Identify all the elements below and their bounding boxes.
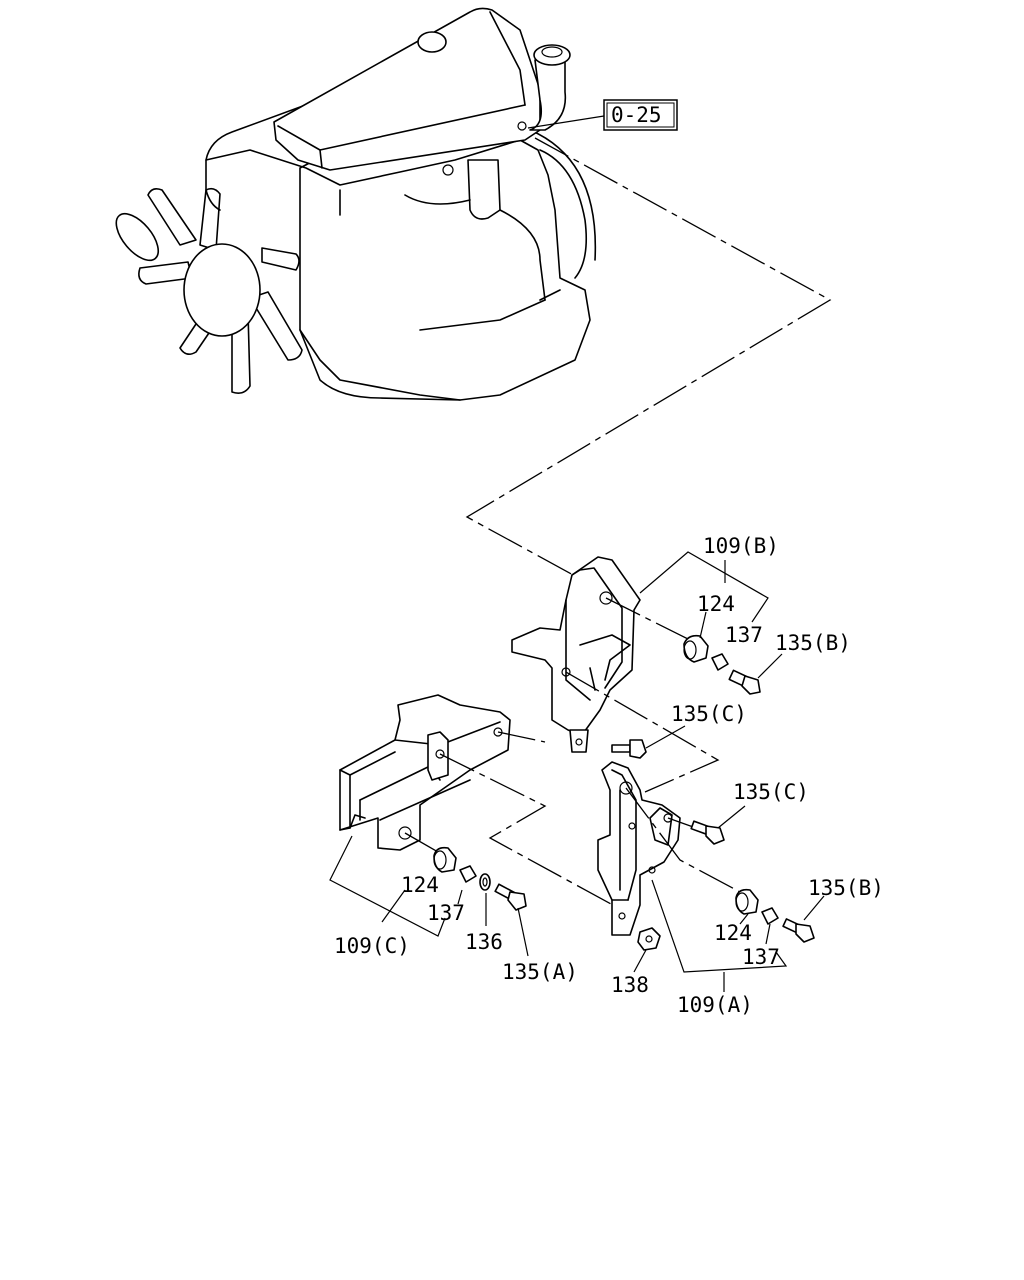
bolt-135c-right (690, 820, 725, 845)
label-136: 136 (465, 930, 503, 954)
collar-137-right (761, 907, 779, 925)
bracket-109b-leader (639, 551, 769, 623)
bolt-135c-mid (611, 739, 647, 759)
engine-to-bracket-centerline (465, 137, 832, 577)
engine-fan (115, 187, 303, 394)
grommet-124-top (683, 634, 709, 663)
label-109c: 109(C) (334, 934, 410, 958)
label-135b-top: 135(B) (775, 631, 851, 655)
bracket-109c-leader (329, 835, 446, 937)
bolt-135a (494, 883, 527, 911)
label-124-right: 124 (714, 921, 752, 945)
collar-137-left (459, 865, 477, 883)
reference-box-text: 0-25 (611, 103, 662, 127)
label-124-left: 124 (401, 873, 439, 897)
washer-136 (479, 873, 491, 891)
grommet-124-left (433, 846, 457, 873)
label-137-left: 137 (427, 901, 465, 925)
nut-138 (637, 927, 661, 951)
bracket-b-centerline (605, 597, 691, 641)
label-137-right: 137 (742, 945, 780, 969)
label-124-top: 124 (697, 592, 735, 616)
label-137-top: 137 (725, 623, 763, 647)
label-109b: 109(B) (703, 534, 779, 558)
reference-box: 0-25 (603, 99, 678, 131)
label-135b-right: 135(B) (808, 876, 884, 900)
bracket-109b (511, 556, 641, 753)
bracket-109a-leader (651, 879, 788, 973)
left-upper-centerline (497, 731, 546, 743)
bolt-135b-right (782, 918, 815, 943)
left-long-centerline (439, 753, 623, 911)
label-135c-right: 135(C) (733, 780, 809, 804)
middle-centerline (565, 671, 720, 793)
label-135a: 135(A) (502, 960, 578, 984)
collar-137-top (711, 653, 729, 671)
label-109a: 109(A) (677, 993, 753, 1017)
bracket-109a (597, 761, 681, 936)
label-138: 138 (611, 973, 649, 997)
label-135c-mid: 135(C) (671, 702, 747, 726)
engine-illustration (115, 7, 597, 401)
left-lower-centerline (404, 832, 439, 853)
bolt-135b-top (728, 669, 761, 695)
right-lower-centerline (625, 787, 741, 893)
grommet-124-right (735, 888, 759, 915)
bracket-109c (339, 694, 511, 851)
reference-leader (527, 115, 605, 129)
